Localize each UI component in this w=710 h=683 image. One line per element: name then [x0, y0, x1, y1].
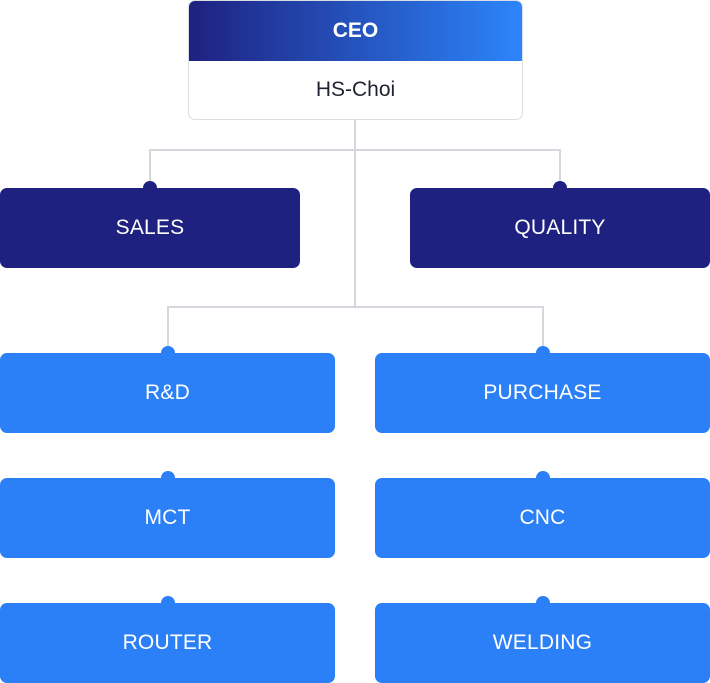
dept-quality: QUALITY: [410, 188, 710, 268]
ceo-title: CEO: [189, 1, 522, 61]
dept-welding: WELDING: [375, 603, 710, 683]
ceo-name: HS-Choi: [315, 78, 396, 101]
dept-mct: MCT: [0, 478, 335, 558]
ceo-box: CEO HS-Choi: [188, 0, 523, 120]
dept-router: ROUTER: [0, 603, 335, 683]
dept-purchase: PURCHASE: [375, 353, 710, 433]
dept-cnc: CNC: [375, 478, 710, 558]
dept-sales: SALES: [0, 188, 300, 268]
dept-rnd: R&D: [0, 353, 335, 433]
